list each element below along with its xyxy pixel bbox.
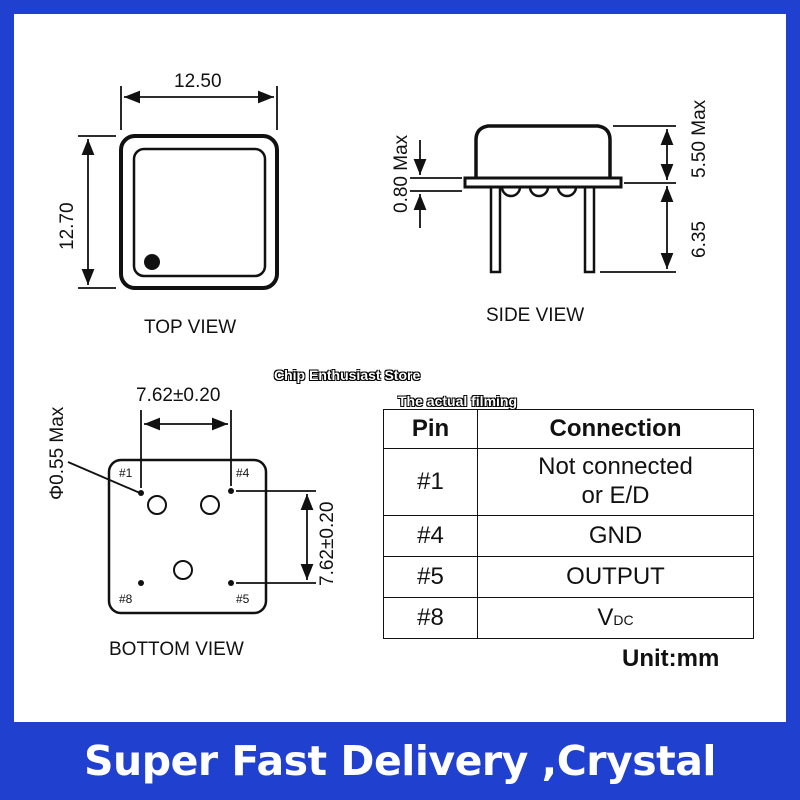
- pin-label-5: #5: [236, 592, 250, 606]
- unit-label: Unit:mm: [622, 645, 720, 672]
- side-height-dimension: 5.50 Max: [689, 99, 710, 178]
- pin-cell: #1: [383, 448, 478, 516]
- side-pin-length-dimension: 6.35: [689, 221, 710, 258]
- table-row: #4 GND: [383, 515, 754, 557]
- pin-pitch-horizontal-dimension: 7.62±0.20: [136, 385, 221, 406]
- connection-cell: Not connected or E/D: [477, 448, 754, 516]
- pin-pitch-vertical-dimension: 7.62±0.20: [317, 501, 338, 586]
- pin-cell: #8: [383, 597, 478, 639]
- pin-diameter-dimension: Φ0.55 Max: [47, 406, 68, 500]
- pin-label-1: #1: [119, 466, 133, 480]
- connection-cell: VDC: [477, 597, 754, 639]
- bottom-view-title: BOTTOM VIEW: [109, 639, 244, 660]
- top-view-title: TOP VIEW: [144, 317, 237, 338]
- side-standoff-dimension: 0.80 Max: [391, 134, 412, 213]
- connection-line: Not connected: [538, 453, 693, 481]
- pin1-marker-dot: [144, 254, 160, 270]
- bottom-view-outline: [107, 458, 268, 615]
- footer-banner: Super Fast Delivery ,Crystal oscillator: [84, 737, 716, 785]
- store-watermark: Chip Enthusiast Store: [274, 367, 421, 383]
- table-header-pin: Pin: [383, 409, 478, 449]
- table-row: #1 Not connected or E/D: [383, 448, 754, 516]
- pin-cell: #4: [383, 515, 478, 557]
- side-view-body: [463, 124, 623, 274]
- connection-cell: OUTPUT: [477, 556, 754, 598]
- table-row: #5 OUTPUT: [383, 556, 754, 598]
- pin-label-8: #8: [119, 592, 133, 606]
- top-width-dimension: 12.50: [174, 71, 222, 92]
- filming-watermark: The actual filming: [398, 393, 518, 409]
- top-view-dimensions: [78, 86, 278, 289]
- pin-cell: #5: [383, 556, 478, 598]
- table-header-connection: Connection: [477, 409, 754, 449]
- top-height-dimension: 12.70: [57, 202, 78, 250]
- pin-connection-table: Pin Connection #1 Not connected or E/D #…: [383, 409, 754, 639]
- table-header-row: Pin Connection: [383, 409, 754, 449]
- table-row: #8 VDC: [383, 597, 754, 639]
- bottom-view-dimensions: [67, 410, 316, 584]
- pin-label-4: #4: [236, 466, 250, 480]
- connection-cell: GND: [477, 515, 754, 557]
- vdc-main: V: [597, 603, 614, 631]
- side-view-dimensions: [410, 125, 676, 273]
- side-view-title: SIDE VIEW: [486, 305, 585, 326]
- top-view-outline: [119, 134, 279, 290]
- vdc-subscript: DC: [613, 611, 634, 628]
- connection-line: or E/D: [581, 482, 650, 509]
